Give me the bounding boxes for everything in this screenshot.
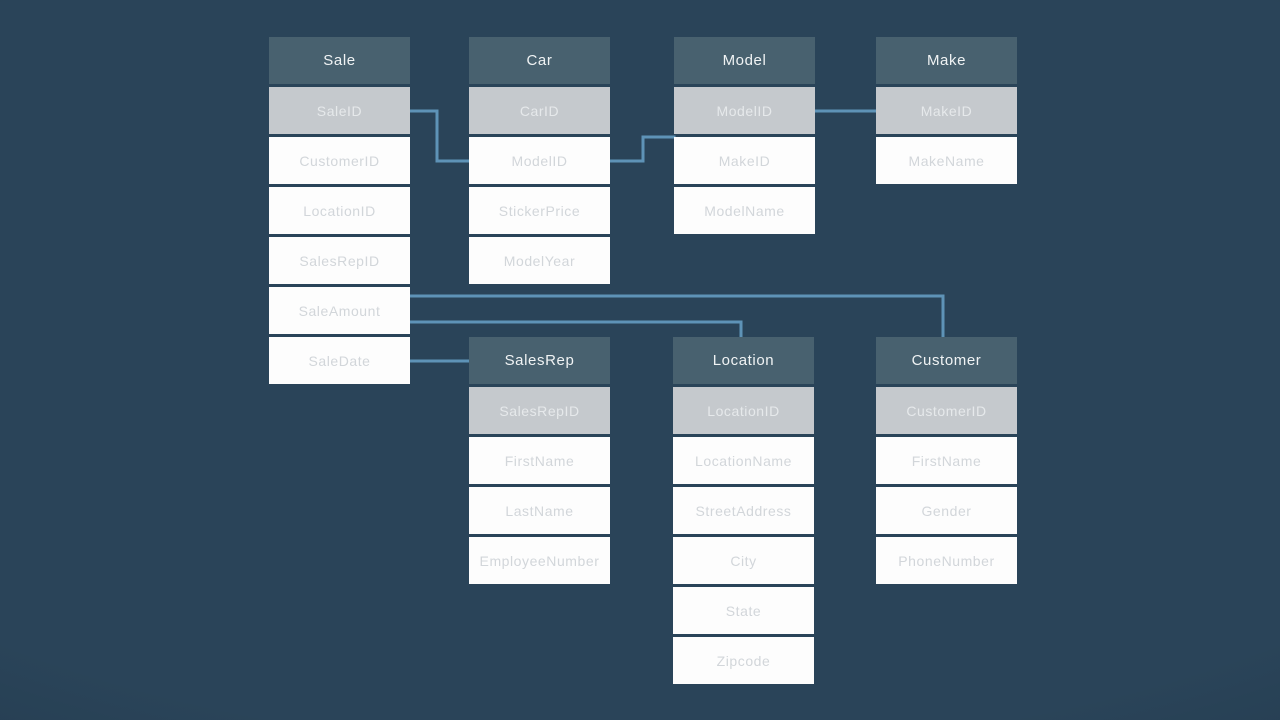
key-field-row: ModelID — [674, 87, 815, 134]
key-field-row: SalesRepID — [469, 387, 610, 434]
field-row: ModelYear — [469, 237, 610, 284]
field-row: CustomerID — [269, 137, 410, 184]
key-field-row: CustomerID — [876, 387, 1017, 434]
field-row: Gender — [876, 487, 1017, 534]
field-row: City — [673, 537, 814, 584]
field-row: State — [673, 587, 814, 634]
table-title: Make — [876, 37, 1017, 84]
field-row: LastName — [469, 487, 610, 534]
key-field-row: MakeID — [876, 87, 1017, 134]
field-row: LocationID — [269, 187, 410, 234]
field-row: SaleAmount — [269, 287, 410, 334]
relationship-sale-to-location — [408, 320, 743, 339]
field-row: ModelID — [469, 137, 610, 184]
relationship-sale-to-customer — [408, 294, 945, 339]
field-row: StickerPrice — [469, 187, 610, 234]
field-row: FirstName — [469, 437, 610, 484]
key-field-row: LocationID — [673, 387, 814, 434]
relationship-sale-to-car — [408, 109, 471, 163]
field-row: StreetAddress — [673, 487, 814, 534]
field-row: MakeID — [674, 137, 815, 184]
key-field-row: SaleID — [269, 87, 410, 134]
field-row: FirstName — [876, 437, 1017, 484]
table-title: SalesRep — [469, 337, 610, 384]
key-field-row: CarID — [469, 87, 610, 134]
table-title: Sale — [269, 37, 410, 84]
field-row: PhoneNumber — [876, 537, 1017, 584]
table-title: Customer — [876, 337, 1017, 384]
field-row: SaleDate — [269, 337, 410, 384]
field-row: MakeName — [876, 137, 1017, 184]
field-row: EmployeeNumber — [469, 537, 610, 584]
field-row: ModelName — [674, 187, 815, 234]
table-title: Car — [469, 37, 610, 84]
table-title: Location — [673, 337, 814, 384]
table-title: Model — [674, 37, 815, 84]
field-row: LocationName — [673, 437, 814, 484]
field-row: SalesRepID — [269, 237, 410, 284]
field-row: Zipcode — [673, 637, 814, 684]
relationship-car-to-model — [608, 135, 676, 163]
